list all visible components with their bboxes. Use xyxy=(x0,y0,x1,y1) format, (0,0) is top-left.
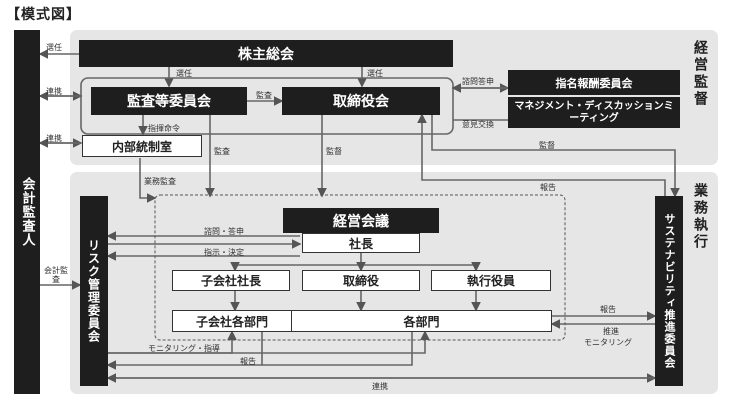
label-supervise: 監督 xyxy=(539,141,555,150)
label-consult2: 諮問・答申 xyxy=(204,227,244,236)
label-elect: 選任 xyxy=(46,43,62,52)
box-risk-committee: リスク管理委員会 xyxy=(80,196,108,386)
box-directors: 取締役 xyxy=(302,270,420,291)
box-president: 社長 xyxy=(302,233,420,253)
label-report: 報告 xyxy=(540,183,556,192)
box-departments: 各部門 xyxy=(291,310,552,332)
label-monitoring: モニタリング・指導 xyxy=(148,344,220,353)
label-elect: 選任 xyxy=(176,69,192,78)
label-audit: 監査 xyxy=(256,91,272,100)
label-acct-audit: 会計監査 xyxy=(44,266,68,284)
label-monitoring2: モニタリング xyxy=(584,338,632,347)
box-sub-president: 子会社社長 xyxy=(172,270,290,291)
label-elect: 選任 xyxy=(367,69,383,78)
box-sub-departments: 子会社各部門 xyxy=(172,310,292,332)
label-promote: 推進 xyxy=(603,327,619,336)
box-board: 取締役会 xyxy=(282,87,440,115)
label-command: 指揮命令 xyxy=(148,124,180,133)
label-biz-audit: 業務監査 xyxy=(144,177,176,186)
box-audit-committee: 監査等委員会 xyxy=(91,87,247,115)
label-coop: 連携 xyxy=(46,134,62,143)
box-mgmt-discussion: マネジメント・ディスカッションミーティング xyxy=(508,97,680,128)
box-mgmt-council: 経営会議 xyxy=(283,208,439,233)
label-consult: 諮問答申 xyxy=(462,77,494,86)
label-report: 報告 xyxy=(600,305,616,314)
label-opinion: 意見交換 xyxy=(462,120,494,129)
label-report: 報告 xyxy=(240,357,256,366)
box-shareholders: 株主総会 xyxy=(79,40,453,67)
box-auditor: 会計監査人 xyxy=(14,30,40,394)
section-label-supervision: 経営監督 xyxy=(692,40,708,108)
label-supervise: 監督 xyxy=(326,147,342,156)
label-coop: 連携 xyxy=(46,87,62,96)
box-officers: 執行役員 xyxy=(431,270,551,291)
label-instruct: 指示・決定 xyxy=(204,248,244,257)
diagram-title: 【模式図】 xyxy=(6,7,81,23)
box-internal-control: 内部統制室 xyxy=(82,135,202,157)
section-label-execution: 業務執行 xyxy=(692,183,708,251)
box-nomination: 指名報酬委員会 xyxy=(508,70,680,95)
label-coop: 連携 xyxy=(372,382,388,391)
label-audit: 監査 xyxy=(214,147,230,156)
box-sustainability: サステナビリティ推進委員会 xyxy=(655,196,683,386)
